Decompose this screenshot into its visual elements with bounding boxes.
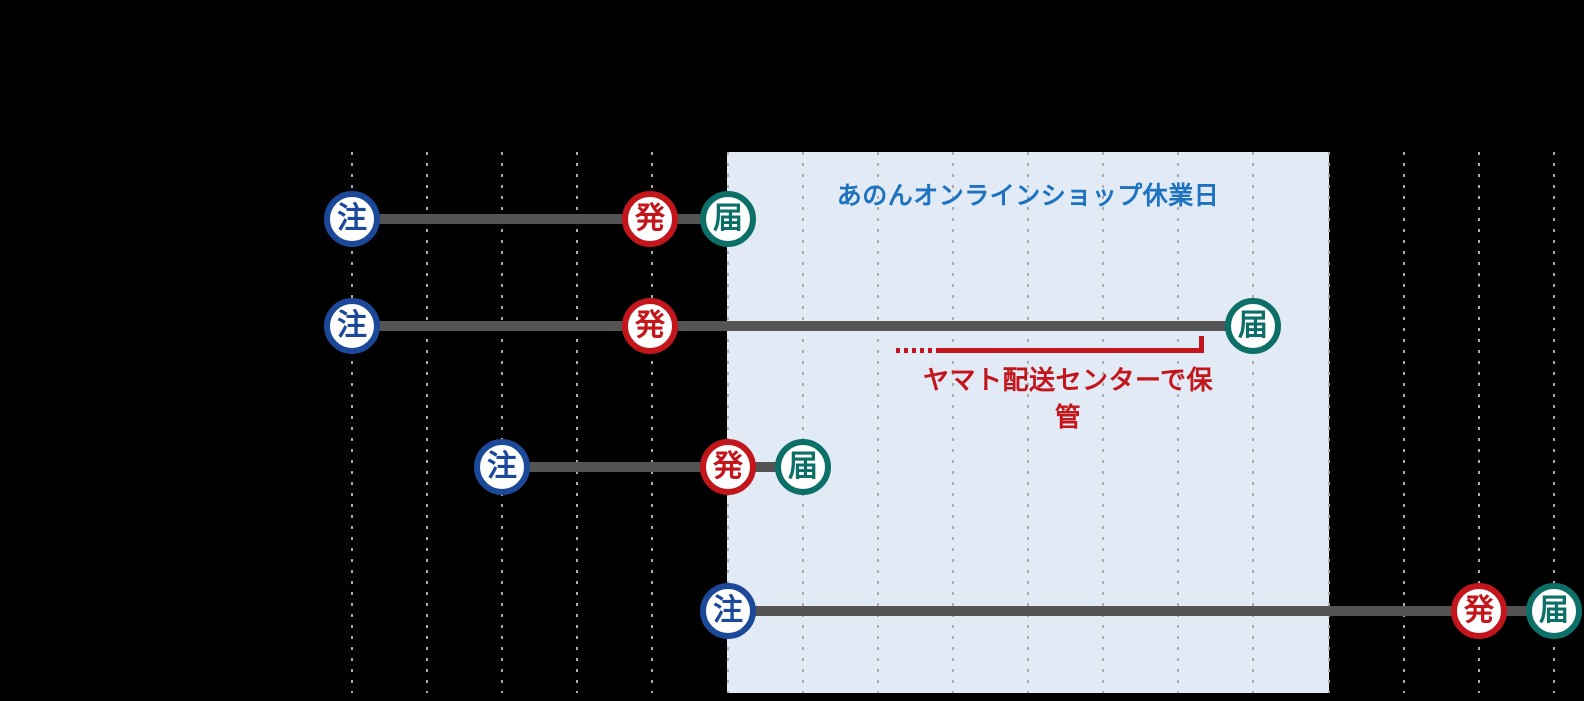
delivery-marker: 届 xyxy=(1225,298,1281,354)
grid-line xyxy=(501,152,503,693)
grid-line xyxy=(1252,152,1254,693)
timeline-track xyxy=(728,606,1554,616)
grid-line xyxy=(877,152,879,693)
ship-marker-label: 発 xyxy=(713,450,743,483)
timeline-track xyxy=(352,321,1253,331)
ship-marker: 発 xyxy=(1451,583,1507,639)
delivery-marker: 届 xyxy=(775,439,831,495)
grid-line xyxy=(1177,152,1179,693)
order-marker: 注 xyxy=(324,298,380,354)
order-marker: 注 xyxy=(324,191,380,247)
ship-marker: 発 xyxy=(622,298,678,354)
storage-label: ヤマト配送センターで保管 xyxy=(923,365,1213,432)
grid-line xyxy=(952,152,954,693)
grid-line xyxy=(1027,152,1029,693)
order-marker-label: 注 xyxy=(337,202,367,235)
grid-line xyxy=(426,152,428,693)
grid-line xyxy=(1102,152,1104,693)
delivery-marker: 届 xyxy=(700,191,756,247)
ship-marker: 発 xyxy=(622,191,678,247)
ship-marker-label: 発 xyxy=(635,202,665,235)
order-marker-label: 注 xyxy=(487,450,517,483)
holiday-label: あのんオンラインショップ休業日 xyxy=(836,182,1220,210)
order-marker-label: 注 xyxy=(713,594,743,627)
delivery-marker-label: 届 xyxy=(1238,309,1268,342)
grid-line xyxy=(1553,152,1555,693)
grid-line xyxy=(1328,152,1330,693)
grid-line xyxy=(351,152,353,693)
order-marker: 注 xyxy=(700,583,756,639)
ship-marker: 発 xyxy=(700,439,756,495)
storage-bracket-dots xyxy=(896,348,940,353)
grid-line xyxy=(727,152,729,693)
timeline-track xyxy=(352,214,728,224)
grid-line xyxy=(1478,152,1480,693)
delivery-marker: 届 xyxy=(1526,583,1582,639)
storage-bracket-tick xyxy=(1199,336,1204,353)
delivery-marker-label: 届 xyxy=(713,202,743,235)
order-marker: 注 xyxy=(474,439,530,495)
storage-bracket-line xyxy=(938,348,1204,353)
grid-line xyxy=(1403,152,1405,693)
grid-line xyxy=(802,152,804,693)
grid-line xyxy=(576,152,578,693)
timeline-track xyxy=(502,462,803,472)
delivery-marker-label: 届 xyxy=(788,450,818,483)
ship-marker-label: 発 xyxy=(1464,594,1494,627)
ship-marker-label: 発 xyxy=(635,309,665,342)
grid-line xyxy=(651,152,653,693)
delivery-marker-label: 届 xyxy=(1539,594,1569,627)
order-marker-label: 注 xyxy=(337,309,367,342)
